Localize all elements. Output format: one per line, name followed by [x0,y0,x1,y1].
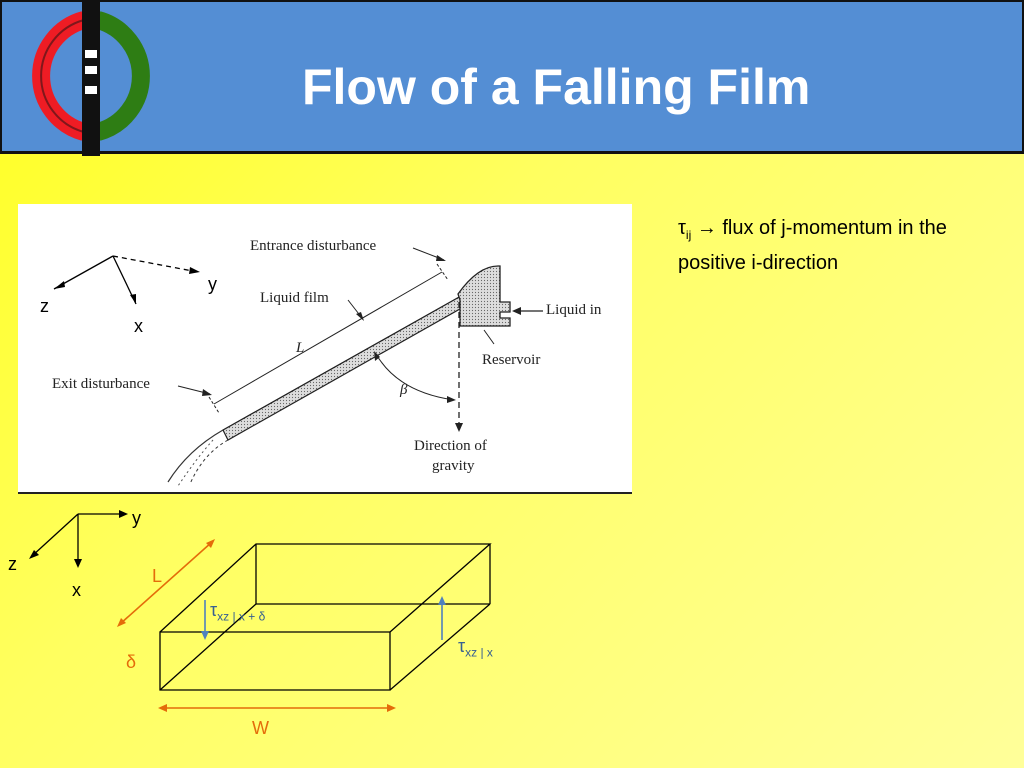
box-axis-z-label: z [8,554,17,574]
gravity-direction-label-line1: Direction of [414,438,487,454]
arrow-icon: → [696,217,717,239]
tau-subscript: ij [685,228,692,242]
liquid-in-label: Liquid in [546,302,602,318]
axis-x-label: x [134,316,143,336]
axis-y-label: y [208,274,217,294]
header-bar: Flow of a Falling Film [0,0,1024,156]
gravity-direction-label-line2: gravity [432,458,475,474]
axis-z-label: z [40,296,49,316]
logo-icon [32,2,150,156]
box-length-label: L [152,566,163,586]
apparatus-drawing [53,247,543,487]
flux-definition: τij → flux of j-momentum in the positive… [678,214,998,277]
shear-stress-bottom-label: τxz | x [458,636,493,660]
tau-top-symbol: τ [210,600,218,620]
exit-disturbance-label: Exit disturbance [52,376,150,392]
tau-top-subscript: xz | x + δ [217,609,266,624]
apparatus-diagram: z y x Entrance disturbance Liquid film L… [18,204,632,494]
box-axis-x-label: x [72,580,81,600]
tau-symbol: τ [678,217,686,239]
liquid-film-label: Liquid film [260,290,329,306]
box-axis-y-label: y [132,508,141,528]
flux-definition-text: flux of j-momentum in the positive i-dir… [678,217,947,274]
tau-bottom-subscript: xz | x [465,645,493,660]
control-volume-diagram [29,510,492,712]
length-label: L [296,340,305,356]
film-thickness-label: δ [126,652,137,672]
entrance-disturbance-label: Entrance disturbance [250,238,377,254]
tau-bottom-symbol: τ [458,636,466,656]
reservoir-label: Reservoir [482,352,541,368]
box-width-label: W [252,718,269,738]
page-title: Flow of a Falling Film [302,59,811,115]
shear-stress-top-label: τxz | x + δ [210,600,265,624]
beta-angle-label: β [400,382,408,398]
